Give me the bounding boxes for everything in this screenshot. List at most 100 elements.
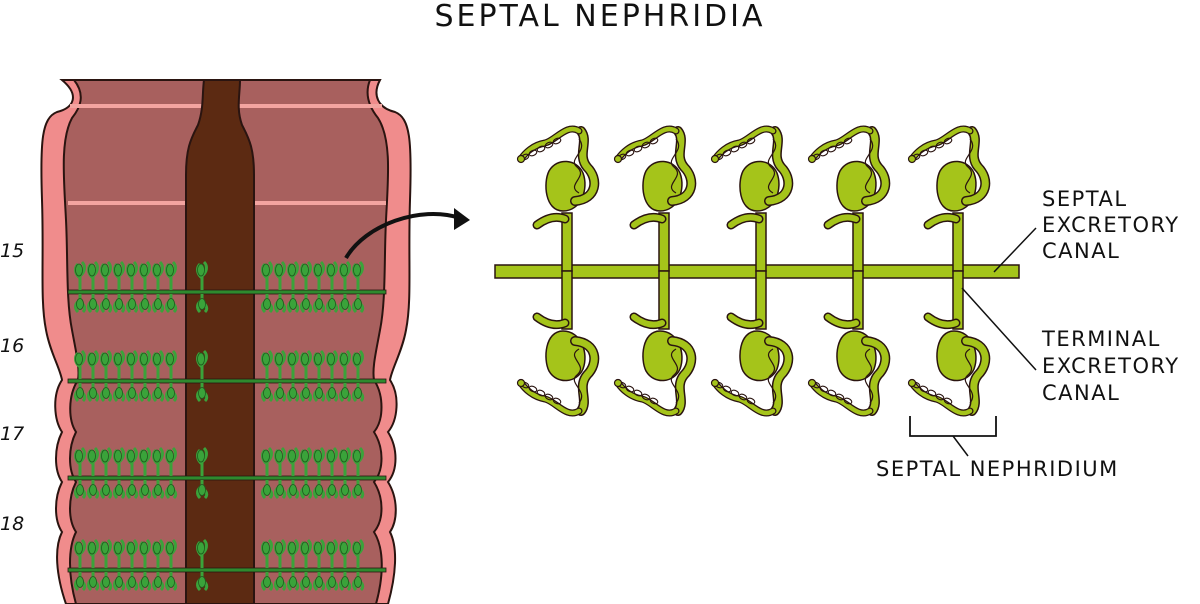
small-nephridium xyxy=(113,260,126,314)
septal-nephridium xyxy=(807,125,891,272)
small-nephridium xyxy=(196,538,209,592)
septal-nephridium xyxy=(907,270,991,417)
small-nephridium xyxy=(87,260,100,314)
small-nephridium xyxy=(87,446,100,500)
small-nephridium xyxy=(113,349,126,403)
segment-number-16: 16 xyxy=(0,335,24,357)
small-nephridium xyxy=(74,349,87,403)
small-nephridium xyxy=(287,538,300,592)
small-nephridium xyxy=(139,538,152,592)
enlarged-view xyxy=(494,125,1020,417)
small-nephridium xyxy=(313,260,326,314)
septal-nephridium xyxy=(907,125,991,272)
small-nephridium xyxy=(352,260,365,314)
segment-number-17: 17 xyxy=(0,423,24,445)
small-nephridium xyxy=(287,349,300,403)
small-nephridium xyxy=(339,260,352,314)
small-nephridium xyxy=(287,446,300,500)
small-nephridium xyxy=(261,446,274,500)
small-nephridium xyxy=(339,446,352,500)
septal-canal-line xyxy=(67,475,387,481)
small-nephridium xyxy=(139,446,152,500)
segment-numbers: 15 16 17 18 xyxy=(0,240,24,535)
septa-rows xyxy=(67,260,387,592)
small-nephridium xyxy=(300,538,313,592)
small-nephridium xyxy=(313,349,326,403)
septal-canal-line xyxy=(67,567,387,573)
small-nephridium xyxy=(326,260,339,314)
small-nephridium xyxy=(326,538,339,592)
earthworm-body-section xyxy=(40,79,412,604)
septal-nephridium xyxy=(516,125,600,272)
small-nephridium xyxy=(152,538,165,592)
small-nephridium xyxy=(126,538,139,592)
intestine xyxy=(185,79,255,604)
small-nephridium xyxy=(326,446,339,500)
small-nephridium xyxy=(165,446,178,500)
small-nephridium xyxy=(196,446,209,500)
magnify-arrow xyxy=(344,208,470,260)
small-nephridium xyxy=(100,260,113,314)
small-nephridium xyxy=(126,446,139,500)
label-line: EXCRETORY xyxy=(1042,213,1180,237)
septal-nephridium xyxy=(613,270,697,417)
small-nephridium xyxy=(274,446,287,500)
small-nephridium xyxy=(287,260,300,314)
small-nephridium xyxy=(352,349,365,403)
small-nephridium xyxy=(126,349,139,403)
small-nephridium xyxy=(261,349,274,403)
small-nephridium xyxy=(139,349,152,403)
small-nephridium xyxy=(261,260,274,314)
label-line: TERMINAL xyxy=(1041,327,1161,351)
small-nephridium xyxy=(100,446,113,500)
label-line: CANAL xyxy=(1042,239,1120,263)
small-nephridium xyxy=(300,349,313,403)
label-line: CANAL xyxy=(1042,381,1120,405)
label-line: SEPTAL xyxy=(1042,187,1128,211)
septal-canal-line xyxy=(67,378,387,384)
septal-nephridium xyxy=(807,270,891,417)
small-nephridium xyxy=(165,538,178,592)
septal-nephridium xyxy=(613,125,697,272)
small-nephridium xyxy=(274,260,287,314)
small-nephridium xyxy=(339,538,352,592)
small-nephridium xyxy=(100,349,113,403)
large-nephridia xyxy=(516,125,991,417)
small-nephridium xyxy=(74,260,87,314)
septal-nephridium xyxy=(710,125,794,272)
small-nephridium xyxy=(196,260,209,314)
small-nephridium xyxy=(139,260,152,314)
septal-canal-line xyxy=(67,289,387,295)
label-septal-nephridium: SEPTAL NEPHRIDIUM xyxy=(876,416,1119,481)
small-nephridium xyxy=(261,538,274,592)
small-nephridium xyxy=(165,349,178,403)
segment-number-18: 18 xyxy=(0,513,24,535)
small-nephridium xyxy=(274,349,287,403)
small-nephridium xyxy=(300,260,313,314)
label-terminal-excretory-canal: TERMINAL EXCRETORY CANAL xyxy=(961,287,1180,405)
small-nephridium xyxy=(74,538,87,592)
small-nephridium xyxy=(196,349,209,403)
segment-number-15: 15 xyxy=(0,240,24,262)
small-nephridium xyxy=(126,260,139,314)
label-line: EXCRETORY xyxy=(1042,354,1180,378)
small-nephridium xyxy=(165,260,178,314)
small-nephridium xyxy=(100,538,113,592)
septal-nephridium xyxy=(516,270,600,417)
small-nephridium xyxy=(313,446,326,500)
small-nephridium xyxy=(152,260,165,314)
small-nephridium xyxy=(74,446,87,500)
small-nephridium xyxy=(274,538,287,592)
small-nephridium xyxy=(300,446,313,500)
small-nephridium xyxy=(152,446,165,500)
small-nephridium xyxy=(87,349,100,403)
small-nephridium xyxy=(352,446,365,500)
small-nephridium xyxy=(113,446,126,500)
diagram-title: SEPTAL NEPHRIDIA xyxy=(434,0,765,34)
small-nephridium xyxy=(352,538,365,592)
small-nephridium xyxy=(339,349,352,403)
small-nephridium xyxy=(113,538,126,592)
label-text: SEPTAL NEPHRIDIUM xyxy=(876,457,1119,481)
label-septal-excretory-canal: SEPTAL EXCRETORY CANAL xyxy=(993,187,1180,273)
